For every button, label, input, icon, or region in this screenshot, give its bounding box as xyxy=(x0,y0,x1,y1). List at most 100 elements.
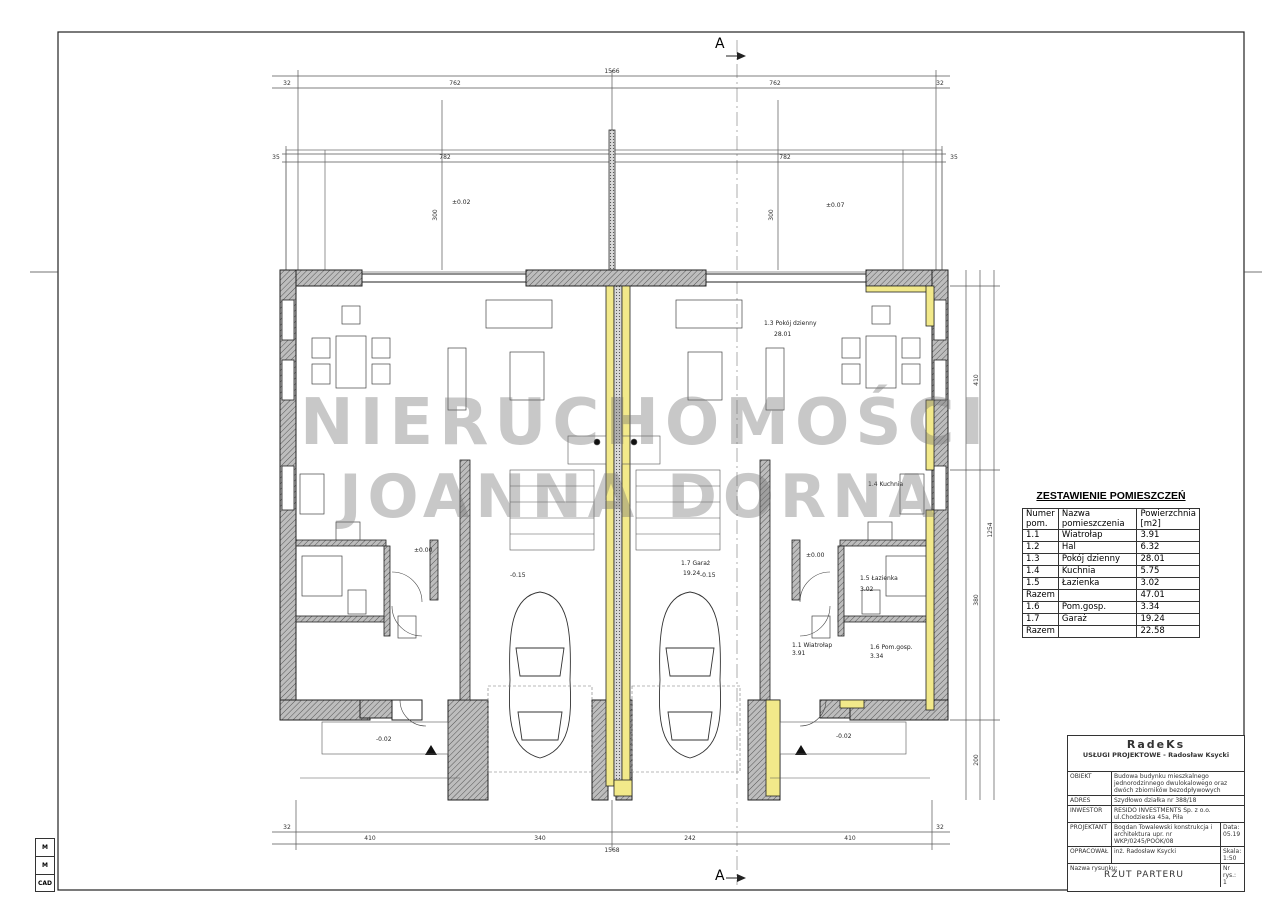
svg-text:3.02: 3.02 xyxy=(860,586,874,593)
dim-half-left-top: 762 xyxy=(449,80,461,87)
investor-value: RESIDO INVESTMENTS Sp. z o.o. ul.Chodzie… xyxy=(1114,807,1211,821)
logo-line-3: CAD xyxy=(37,880,53,887)
svg-text:19.24: 19.24 xyxy=(683,570,700,577)
room-label-living-right: 1.3 Pokój dzienny xyxy=(764,320,817,327)
row-name: Kuchnia xyxy=(1057,565,1138,578)
row-name: Łazienka xyxy=(1057,577,1138,590)
level-terrace-left: ±0.02 xyxy=(452,199,471,206)
row-area: 5.75 xyxy=(1136,565,1200,578)
date-value: 05.19 xyxy=(1223,831,1241,838)
address-value: Szydłowo działka nr 388/18 xyxy=(1114,797,1197,804)
level-hall-left: ±0.00 xyxy=(414,547,433,554)
header-number: Numer pom. xyxy=(1022,508,1059,530)
svg-text:35: 35 xyxy=(272,154,280,161)
title-block: RadeKs USŁUGI PROJEKTOWE - Radosław Ksyc… xyxy=(1067,735,1245,892)
room-schedule: ZESTAWIENIE POMIESZCZEŃ Numer pom. Nazwa… xyxy=(1022,490,1200,638)
object-value: Budowa budynku mieszkalnego jednorodzinn… xyxy=(1114,773,1228,794)
svg-text:340: 340 xyxy=(534,835,546,842)
drawing-name-label: Nazwa rysunku: xyxy=(1070,865,1118,872)
room-schedule-table: Numer pom. Nazwa pomieszczenia Powierzch… xyxy=(1022,508,1200,638)
interior-walls xyxy=(295,459,933,701)
dim-total-top: 1566 xyxy=(604,68,619,75)
designer-row: PROJEKTANT Bogdan Towalewski konstrukcja… xyxy=(1068,822,1244,846)
scale-label: Skala: xyxy=(1223,848,1242,855)
address-row: ADRES Szydłowo działka nr 388/18 xyxy=(1068,795,1244,805)
svg-text:35: 35 xyxy=(950,154,958,161)
designer-label: PROJEKTANT xyxy=(1068,823,1112,846)
row-area: 19.24 xyxy=(1136,613,1200,626)
row-area: 6.32 xyxy=(1136,541,1200,554)
designer-value: Bogdan Towalewski konstrukcja i architek… xyxy=(1114,824,1213,845)
level-hall-right: ±0.00 xyxy=(806,552,825,559)
prepared-row: OPRACOWAŁ inż. Radosław Ksycki Skala:1:5… xyxy=(1068,846,1244,863)
dim-half-right-inner: 782 xyxy=(779,154,791,161)
logo-line-1: M xyxy=(36,839,54,857)
section-marker-top: A xyxy=(715,36,725,52)
prepared-label: OPRACOWAŁ xyxy=(1068,847,1112,863)
staircase xyxy=(509,435,721,551)
svg-text:300: 300 xyxy=(432,209,439,221)
row-area: 3.34 xyxy=(1136,601,1200,614)
investor-row: INWESTOR RESIDO INVESTMENTS Sp. z o.o. u… xyxy=(1068,805,1244,822)
room-label-kitchen-right: 1.4 Kuchnia xyxy=(868,481,903,488)
dim-right-total: 1254 xyxy=(987,522,994,537)
header-area: Powierzchnia [m2] xyxy=(1136,508,1200,530)
firm-name: RadeKs xyxy=(1126,738,1186,751)
row-number: Razem xyxy=(1022,625,1059,638)
svg-text:410: 410 xyxy=(844,835,856,842)
scale-value: 1:50 xyxy=(1223,855,1237,862)
svg-text:32: 32 xyxy=(936,824,944,831)
row-area: 3.91 xyxy=(1136,529,1200,542)
svg-text:380: 380 xyxy=(973,594,980,606)
row-number: 1.7 xyxy=(1022,613,1059,626)
firm-subtitle: USŁUGI PROJEKTOWE - Radosław Ksycki xyxy=(1082,751,1230,759)
svg-text:200: 200 xyxy=(973,754,980,766)
svg-text:242: 242 xyxy=(684,835,696,842)
drawing-frame xyxy=(57,31,1245,891)
logo-line-2: M xyxy=(36,857,54,875)
section-marker-bottom: A xyxy=(715,868,725,884)
svg-text:32: 32 xyxy=(283,824,291,831)
dim-half-left-inner: 782 xyxy=(439,154,451,161)
sheet-label: Nr rys.: xyxy=(1223,865,1237,879)
car-right xyxy=(659,591,721,759)
room-schedule-header: Numer pom. Nazwa pomieszczenia Powierzch… xyxy=(1022,508,1200,530)
drawing-name: RZUT PARTERU xyxy=(1104,870,1184,880)
level-entry-left: -0.02 xyxy=(376,736,392,743)
svg-text:3.34: 3.34 xyxy=(870,653,884,660)
level-terrace-right: ±0.07 xyxy=(826,202,845,209)
svg-text:300: 300 xyxy=(768,209,775,221)
row-area: 47.01 xyxy=(1136,589,1200,602)
level-garage-right: -0.15 xyxy=(700,572,716,579)
row-name: Wiatrołap xyxy=(1057,529,1138,542)
row-area: 28.01 xyxy=(1136,553,1200,566)
room-schedule-row: Razem 47.01 xyxy=(1022,589,1200,602)
sheet-no: 1 xyxy=(1223,879,1227,886)
prepared-value: inż. Radosław Ksycki xyxy=(1114,848,1177,855)
row-name: Hal xyxy=(1057,541,1138,554)
party-wall-terrace xyxy=(608,129,616,273)
svg-text:410: 410 xyxy=(364,835,376,842)
row-number: Razem xyxy=(1022,589,1059,602)
level-entry-right: -0.02 xyxy=(836,733,852,740)
row-name xyxy=(1057,625,1138,638)
row-number: 1.3 xyxy=(1022,553,1059,566)
row-name: Garaż xyxy=(1057,613,1138,626)
row-area: 3.02 xyxy=(1136,577,1200,590)
svg-text:32: 32 xyxy=(283,80,291,87)
furniture-left xyxy=(299,299,553,639)
room-label-windbreak-right: 1.1 Wiatrołap xyxy=(792,642,832,649)
svg-text:3.91: 3.91 xyxy=(792,650,806,657)
party-wall xyxy=(605,285,935,797)
row-number: 1.2 xyxy=(1022,541,1059,554)
header-name: Nazwa pomieszczenia xyxy=(1057,508,1138,530)
investor-label: INWESTOR xyxy=(1068,806,1112,822)
room-label-utility-right: 1.6 Pom.gosp. xyxy=(870,644,913,651)
row-number: 1.5 xyxy=(1022,577,1059,590)
